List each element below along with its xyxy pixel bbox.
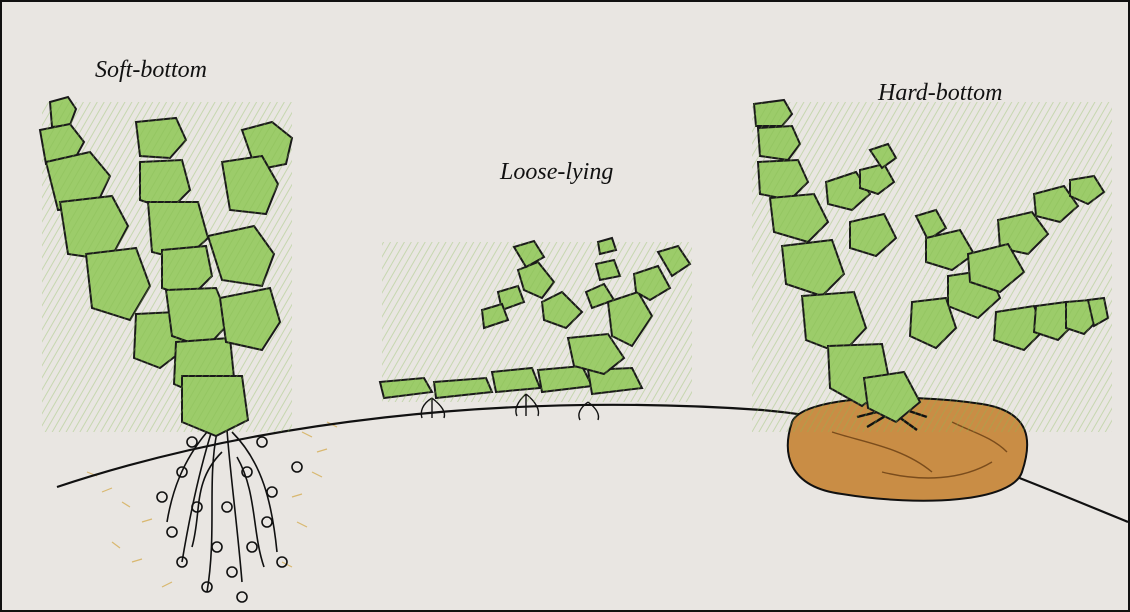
roots-icon <box>167 430 277 592</box>
label-loose-lying: Loose-lying <box>500 159 613 186</box>
crayon-texture <box>42 102 1112 432</box>
label-hard-bottom: Hard-bottom <box>878 80 1002 107</box>
label-soft-bottom: Soft-bottom <box>95 57 207 84</box>
